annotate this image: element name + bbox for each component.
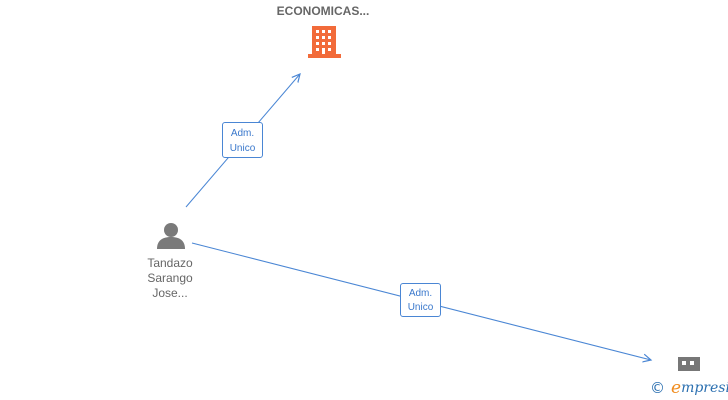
edge-label-top-line-2: Unico xyxy=(229,143,256,154)
edge-label-bottom[interactable]: Adm. Unico xyxy=(400,283,441,317)
edge-label-bottom-line-2: Unico xyxy=(407,302,434,313)
building-icon-partial[interactable] xyxy=(678,357,700,371)
person-icon[interactable] xyxy=(157,223,185,249)
edge-label-top[interactable]: Adm. Unico xyxy=(222,122,263,158)
building-icon[interactable] xyxy=(308,26,341,58)
brand-watermark: © e mpresia xyxy=(650,378,728,398)
person-label-line-2: Sarango xyxy=(147,271,193,285)
edge-label-bottom-line-1: Adm. xyxy=(408,288,433,299)
brand-initial: e xyxy=(671,378,682,398)
company-top-label[interactable]: ECONOMICAS... xyxy=(276,4,370,18)
person-label-line-1: Tandazo xyxy=(147,256,193,270)
person-label[interactable]: Tandazo Sarango Jose... xyxy=(130,256,210,301)
edge-label-top-line-1: Adm. xyxy=(230,128,255,139)
brand-name: mpresia xyxy=(681,380,728,396)
person-label-line-3: Jose... xyxy=(152,286,188,300)
copyright-symbol: © xyxy=(650,379,665,397)
